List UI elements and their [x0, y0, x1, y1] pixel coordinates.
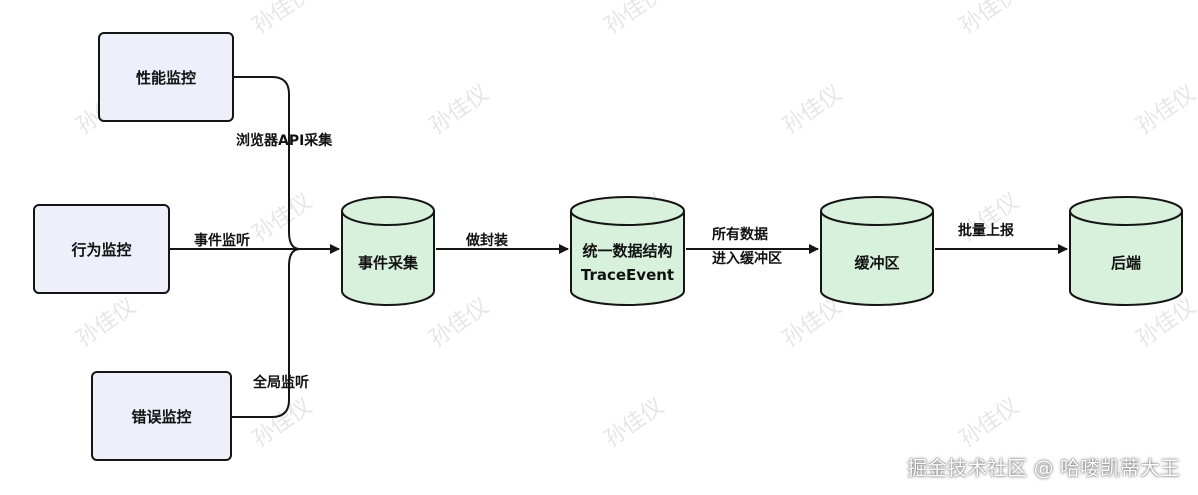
event-listen-label: 事件监听 [194, 233, 250, 249]
behavior-monitor-label: 行为监控 [71, 240, 132, 259]
connector-performance [234, 76, 301, 250]
buffer-label: 缓冲区 [854, 254, 900, 272]
to-buffer-label-line1: 所有数据 [712, 227, 768, 243]
unified-structure-label: 统一数据结构 [582, 242, 673, 260]
backend-node: 后端 [1069, 196, 1183, 306]
global-listen-label: 全局监听 [253, 375, 309, 391]
wrap-label: 做封装 [466, 233, 508, 249]
browser-api-label: 浏览器API采集 [236, 133, 333, 149]
error-monitor-node: 错误监控 [91, 371, 232, 461]
performance-monitor-label: 性能监控 [135, 68, 196, 87]
backend-label: 后端 [1110, 254, 1141, 272]
trace-event-label: TraceEvent [580, 266, 675, 284]
event-collect-label: 事件采集 [357, 254, 418, 272]
performance-monitor-node: 性能监控 [98, 32, 234, 122]
batch-report-label: 批量上报 [958, 223, 1014, 239]
connector-error [232, 248, 301, 418]
buffer-node: 缓冲区 [820, 196, 934, 306]
unified-structure-node: 统一数据结构 TraceEvent [570, 196, 685, 306]
credit-watermark: 掘金技术社区 @ 哈喽凯蒂大王 [907, 456, 1180, 480]
error-monitor-label: 错误监控 [131, 407, 192, 426]
event-collect-node: 事件采集 [341, 196, 435, 306]
behavior-monitor-node: 行为监控 [33, 204, 170, 294]
to-buffer-label-line2: 进入缓冲区 [712, 251, 782, 267]
